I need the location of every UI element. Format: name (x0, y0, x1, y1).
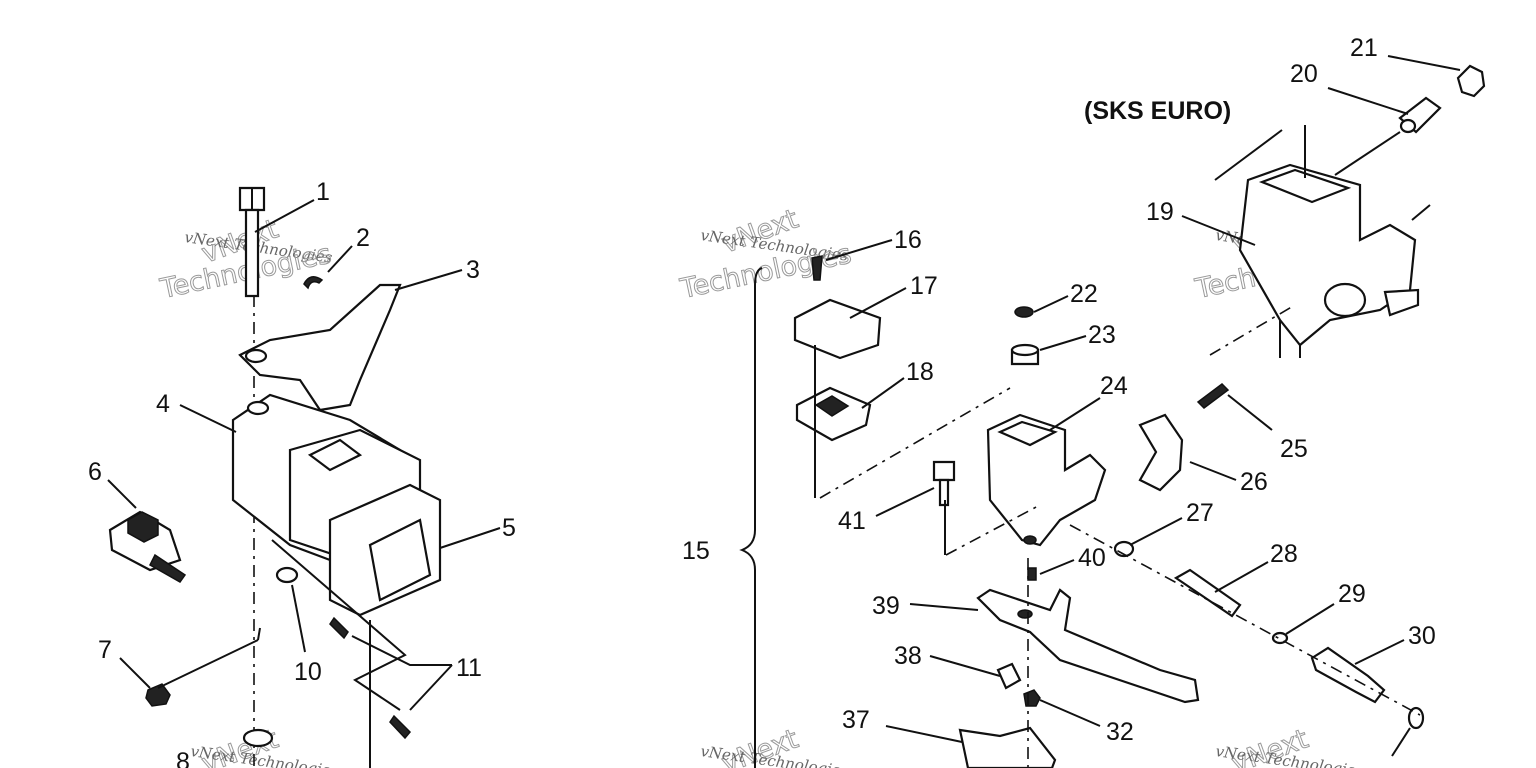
part-10-washer (275, 566, 299, 584)
part-40-pin (1027, 567, 1037, 581)
callout-29: 29 (1338, 580, 1366, 608)
callout-28: 28 (1270, 540, 1298, 568)
part-32-nut (1023, 689, 1041, 707)
watermark-mid-bottom: vNext vNext Technologies (699, 723, 849, 768)
callout-10: 10 (294, 658, 322, 686)
part-19-master-cylinder (1238, 163, 1420, 347)
callout-6: 6 (88, 458, 102, 486)
part-5-cover (328, 483, 442, 617)
callout-40: 40 (1078, 544, 1106, 572)
part-17-cap (793, 298, 882, 360)
leaders-middle (825, 239, 1411, 757)
part-28-spring (1173, 568, 1242, 618)
part-31-oring (1407, 706, 1425, 730)
callout-1: 1 (316, 178, 330, 206)
callout-21: 21 (1350, 34, 1378, 62)
callout-37: 37 (842, 706, 870, 734)
callout-4: 4 (156, 390, 170, 418)
callout-26: 26 (1240, 468, 1268, 496)
part-7-nut (145, 683, 171, 707)
callout-17: 17 (910, 272, 938, 300)
part-8-washer (242, 728, 274, 748)
callout-19: 19 (1146, 198, 1174, 226)
callout-30: 30 (1408, 622, 1436, 650)
callout-5: 5 (502, 514, 516, 542)
watermark-mid-top: vNext vNext Technologies Technologies (676, 203, 854, 306)
callout-3: 3 (466, 256, 480, 284)
callouts-left: 1 2 3 4 5 6 7 8 10 11 (88, 178, 516, 768)
part-11-screw-a (329, 616, 349, 640)
callout-20: 20 (1290, 60, 1318, 88)
callout-18: 18 (906, 358, 934, 386)
part-1-bolt (238, 186, 266, 298)
callouts-middle: 15 16 17 18 22 23 24 25 26 27 28 29 30 3… (682, 226, 1436, 746)
leaders-right (1181, 55, 1461, 246)
callout-24: 24 (1100, 372, 1128, 400)
sks-euro-label: (SKS EURO) (1084, 97, 1231, 125)
part-25-bolt (1196, 383, 1230, 409)
part-26-clamp (1138, 413, 1184, 492)
callout-15: 15 (682, 537, 710, 565)
callout-32: 32 (1106, 718, 1134, 746)
part-39-brake-lever (976, 588, 1200, 704)
callout-8: 8 (176, 748, 190, 768)
part-24-master-cylinder (986, 413, 1107, 547)
left-assembly (108, 186, 442, 768)
leaders-left (107, 199, 501, 711)
part-3-throttle-lever (238, 283, 402, 412)
bracket-15 (739, 267, 763, 768)
part-21-cap (1456, 64, 1486, 98)
part-16-screw (811, 255, 823, 281)
callout-22: 22 (1070, 280, 1098, 308)
part-6-switch (108, 510, 187, 583)
callout-27: 27 (1186, 499, 1214, 527)
callout-11: 11 (456, 654, 482, 682)
callout-23: 23 (1088, 321, 1116, 349)
part-30-plunger (1310, 646, 1386, 704)
callout-16: 16 (894, 226, 922, 254)
callout-39: 39 (872, 592, 900, 620)
callout-25: 25 (1280, 435, 1308, 463)
part-2-clip (303, 276, 324, 290)
callout-7: 7 (98, 636, 112, 664)
part-41-bolt (932, 460, 956, 482)
callout-38: 38 (894, 642, 922, 670)
watermark-right-bottom: vNext vNext Technologies (1214, 723, 1364, 768)
part-37-bracket (958, 726, 1057, 768)
part-29-washer (1271, 631, 1289, 645)
callouts-right: 21 20 19 (1146, 34, 1378, 226)
callout-2: 2 (356, 224, 370, 252)
part-11-screw-b (389, 714, 412, 740)
part-38-spring (996, 662, 1022, 690)
callout-41: 41 (838, 507, 866, 535)
part-22-washer (1014, 306, 1034, 318)
middle-assembly (739, 255, 1425, 768)
right-assembly-sks-euro: (SKS EURO) (1084, 64, 1486, 358)
